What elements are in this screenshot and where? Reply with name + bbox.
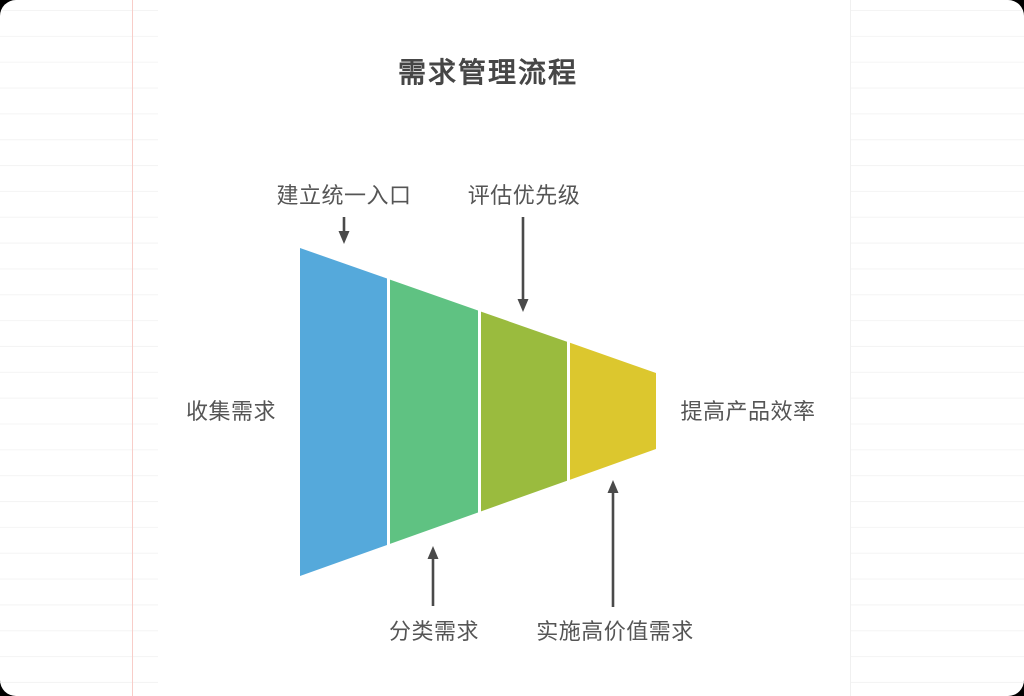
annotation-arrow-3 <box>427 546 439 606</box>
funnel-output-label: 提高产品效率 <box>680 399 816 424</box>
annotation-label-classify-requirements: 分类需求 <box>388 619 480 644</box>
annotation-arrow-1 <box>338 217 350 244</box>
annotation-label-unified-entry: 建立统一入口 <box>276 183 412 208</box>
funnel-input-label: 收集需求 <box>185 399 277 424</box>
funnel-segment-stage-2 <box>390 279 478 544</box>
annotation-arrow-4 <box>607 480 619 607</box>
funnel-segment-stage-4 <box>570 342 656 480</box>
chart-title: 需求管理流程 <box>397 57 579 88</box>
funnel-segment-stage-3 <box>481 311 567 512</box>
funnel-segment-stage-1 <box>300 248 387 576</box>
spreadsheet-right-strip <box>850 0 1024 696</box>
annotation-arrow-2 <box>517 217 529 312</box>
annotation-label-implement-high-value: 实施高价值需求 <box>536 619 694 644</box>
annotation-label-evaluate-priority: 评估优先级 <box>467 183 581 208</box>
spreadsheet-red-gridline <box>132 0 133 696</box>
spreadsheet-left-strip <box>0 0 158 696</box>
